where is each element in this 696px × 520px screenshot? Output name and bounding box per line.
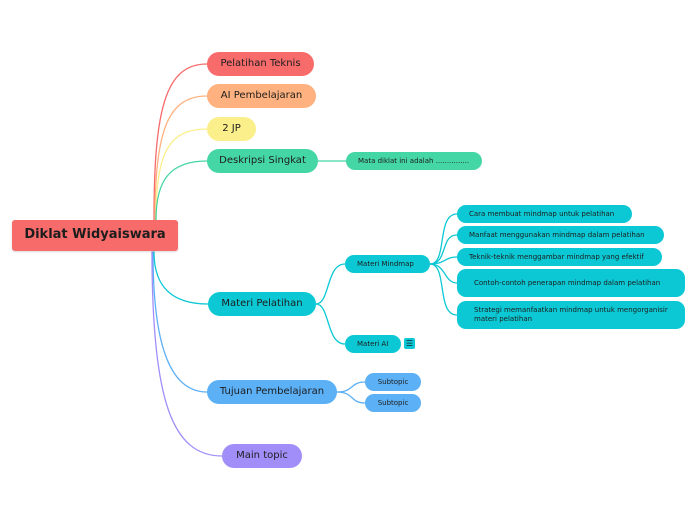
topic-pelatihan-teknis[interactable]: Pelatihan Teknis bbox=[207, 52, 314, 76]
connector-tujuan-1 bbox=[336, 381, 366, 393]
topic-main-topic[interactable]: Main topic bbox=[222, 444, 302, 468]
mindmap-item-3[interactable]: Teknik-teknik menggambar mindmap yang ef… bbox=[457, 248, 662, 266]
topic-jp[interactable]: 2 JP bbox=[207, 117, 256, 141]
connector-tujuan-2 bbox=[336, 391, 366, 404]
subtopic-materi-ai[interactable]: Materi AI bbox=[345, 335, 401, 353]
note-icon[interactable]: ☰ bbox=[404, 338, 415, 349]
topic-ai-pembelajaran[interactable]: AI Pembelajaran bbox=[207, 84, 316, 108]
topic-materi-pelatihan[interactable]: Materi Pelatihan bbox=[208, 292, 316, 316]
connector-mm-2 bbox=[429, 234, 458, 265]
connector-ai-pembelajaran bbox=[154, 95, 208, 221]
subtopic-tujuan-2[interactable]: Subtopic bbox=[365, 394, 421, 412]
connector-pelatihan-teknis bbox=[153, 63, 208, 221]
connector-materi-mindmap bbox=[315, 263, 346, 305]
topic-tujuan-pembelajaran[interactable]: Tujuan Pembelajaran bbox=[207, 380, 337, 404]
connector-materi-pelatihan bbox=[153, 251, 209, 305]
topic-deskripsi-singkat[interactable]: Deskripsi Singkat bbox=[207, 149, 318, 173]
root-topic[interactable]: Diklat Widyaiswara bbox=[12, 220, 178, 251]
mindmap-item-2[interactable]: Manfaat menggunakan mindmap dalam pelati… bbox=[457, 226, 664, 244]
mindmap-item-4[interactable]: Contoh-contoh penerapan mindmap dalam pe… bbox=[457, 269, 685, 297]
subtopic-deskripsi-text[interactable]: Mata diklat ini adalah ............... bbox=[346, 152, 482, 170]
subtopic-tujuan-1[interactable]: Subtopic bbox=[365, 373, 421, 391]
connector-jp bbox=[155, 128, 208, 221]
connector-mm-4 bbox=[429, 263, 458, 284]
connector-materi-ai bbox=[315, 303, 346, 345]
mindmap-item-1[interactable]: Cara membuat mindmap untuk pelatihan bbox=[457, 205, 632, 223]
connector-deskripsi bbox=[155, 160, 208, 221]
subtopic-materi-mindmap[interactable]: Materi Mindmap bbox=[345, 255, 430, 273]
connector-main-topic bbox=[151, 251, 223, 457]
mindmap-item-5[interactable]: Strategi memanfaatkan mindmap untuk meng… bbox=[457, 301, 685, 329]
connector-tujuan bbox=[152, 251, 208, 393]
connector-mm-5 bbox=[429, 263, 458, 316]
connector-mm-1 bbox=[429, 213, 458, 265]
